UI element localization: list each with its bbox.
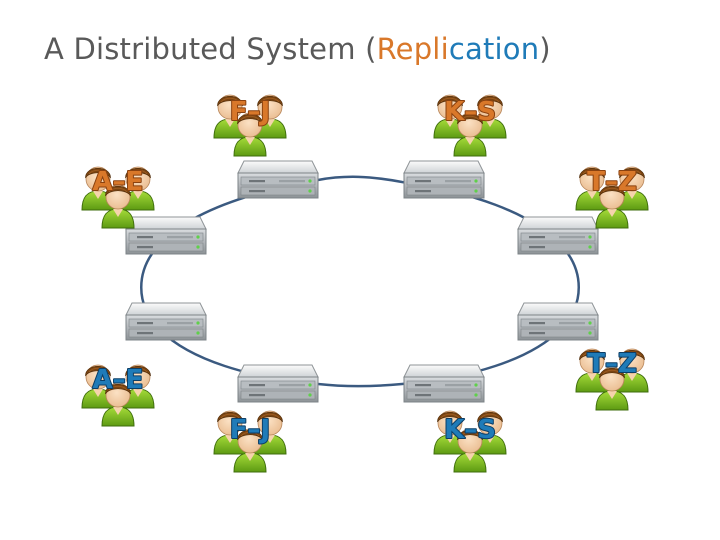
group-label-a-e-replica: A–E xyxy=(93,365,144,395)
replication-ring xyxy=(140,175,580,388)
server-icon xyxy=(517,302,599,341)
title-prefix: A Distributed System ( xyxy=(44,32,377,66)
server-icon xyxy=(125,216,207,255)
title-suffix: ) xyxy=(539,32,551,66)
server-icon xyxy=(403,364,485,403)
group-label-f-j-replica: F–J xyxy=(230,415,270,445)
title-highlight-blue: cation xyxy=(448,32,540,66)
slide-title: A Distributed System (Replication) xyxy=(44,32,551,66)
group-label-k-s: K–S xyxy=(444,97,496,127)
server-icon xyxy=(403,160,485,199)
group-label-a-e: A–E xyxy=(93,167,144,197)
group-label-k-s-replica: K–S xyxy=(444,415,496,445)
title-highlight-orange: Repli xyxy=(376,32,449,66)
group-label-f-j: F–J xyxy=(230,97,270,127)
group-label-t-z: T–Z xyxy=(587,167,637,197)
server-icon xyxy=(237,160,319,199)
group-label-t-z-replica: T–Z xyxy=(587,349,637,379)
server-icon xyxy=(237,364,319,403)
server-icon xyxy=(125,302,207,341)
server-icon xyxy=(517,216,599,255)
